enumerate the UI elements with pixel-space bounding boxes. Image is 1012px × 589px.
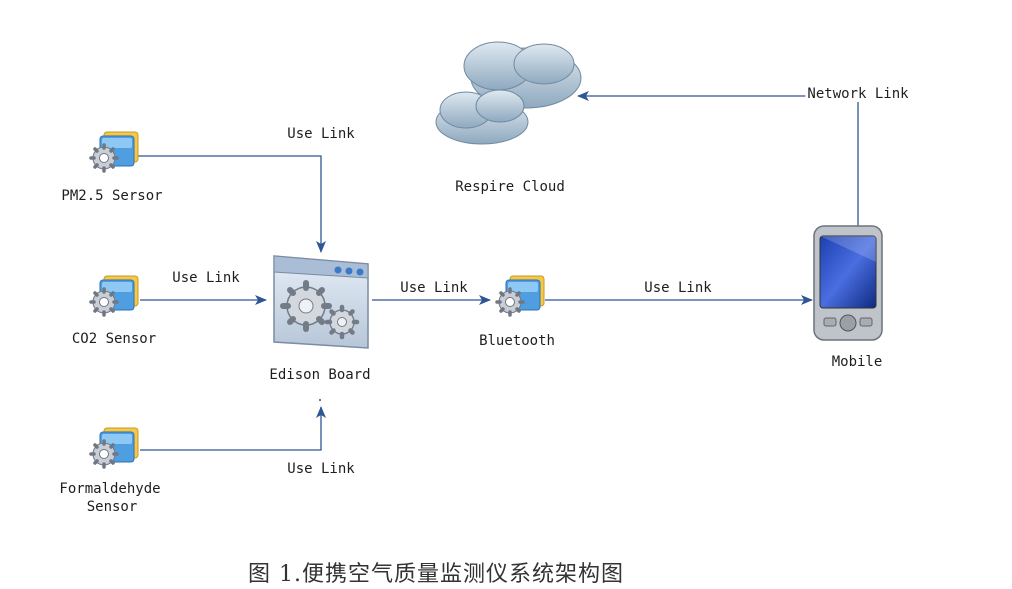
bluetooth-label: Bluetooth: [479, 333, 555, 349]
formaldehyde-sensor-label-line1: Formaldehyde: [59, 481, 161, 497]
figure-caption: 图 1.便携空气质量监测仪系统架构图: [248, 562, 624, 587]
smartphone-icon: [813, 225, 883, 341]
co2-sensor-label: CO2 Sensor: [71, 331, 157, 347]
co2-sensor-icon: [89, 275, 139, 317]
link-mobile-cloud: [577, 91, 859, 226]
link-label-co2-edison: Use Link: [172, 270, 240, 286]
edison-board-icon: [273, 255, 369, 349]
pm25-sensor-label: PM2.5 Sersor: [61, 188, 163, 204]
link-label-pm25-edison: Use Link: [287, 126, 355, 142]
cloud-icon: [435, 41, 582, 145]
bluetooth-icon: [495, 275, 545, 317]
link-label-bluetooth-mobile: Use Link: [644, 280, 712, 296]
link-label-formaldehyde-edison: Use Link: [287, 461, 355, 477]
formaldehyde-sensor-label-line2: Sensor: [86, 499, 138, 515]
link-pm25-edison: [138, 155, 326, 253]
formaldehyde-sensor-icon: [89, 427, 139, 469]
mobile-label: Mobile: [831, 354, 883, 370]
stray-dot: [319, 399, 321, 401]
cloud-label: Respire Cloud: [455, 179, 565, 195]
edison-board-label: Edison Board: [269, 367, 371, 383]
link-formaldehyde-edison: [140, 406, 326, 451]
pm25-sensor-icon: [89, 131, 139, 173]
link-label-edison-bluetooth: Use Link: [400, 280, 468, 296]
link-label-mobile-cloud: Network Link: [805, 86, 911, 102]
